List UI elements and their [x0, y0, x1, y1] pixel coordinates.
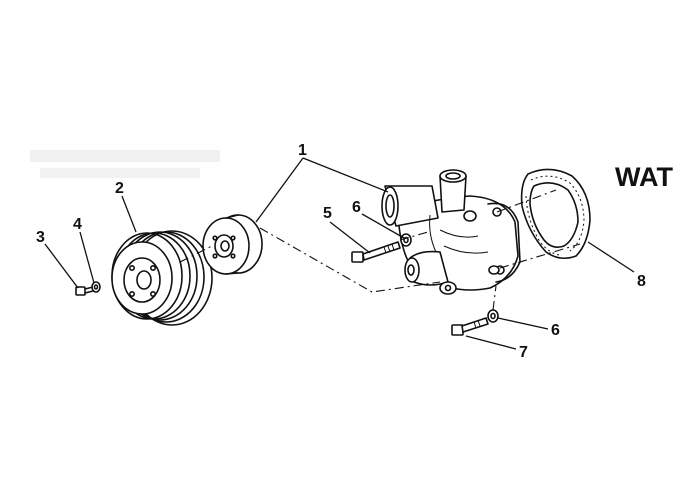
alignment-lines	[179, 189, 581, 311]
callout-7: 7	[519, 344, 528, 361]
callout-6-upper: 6	[352, 199, 361, 216]
bolt-item-5	[351, 241, 401, 263]
callout-2: 2	[115, 180, 124, 197]
callout-6-lower: 6	[551, 322, 560, 339]
water-pump-body	[381, 169, 521, 295]
washer-item-6-upper	[400, 233, 412, 247]
washer-item-4	[91, 281, 101, 293]
callout-8: 8	[637, 273, 646, 290]
callout-5: 5	[323, 205, 332, 222]
bolt-item-7	[451, 317, 489, 336]
gasket	[520, 168, 591, 260]
title-fragment: WAT	[615, 162, 673, 192]
leader-lines	[44, 157, 635, 350]
callout-3: 3	[36, 229, 45, 246]
callout-4: 4	[73, 216, 82, 233]
background-smudge	[30, 150, 220, 178]
bolt-item-3	[75, 286, 94, 296]
callout-1: 1	[298, 142, 307, 159]
pulley	[111, 230, 213, 326]
washer-item-6-lower	[487, 309, 499, 323]
hub-flange	[202, 214, 263, 275]
